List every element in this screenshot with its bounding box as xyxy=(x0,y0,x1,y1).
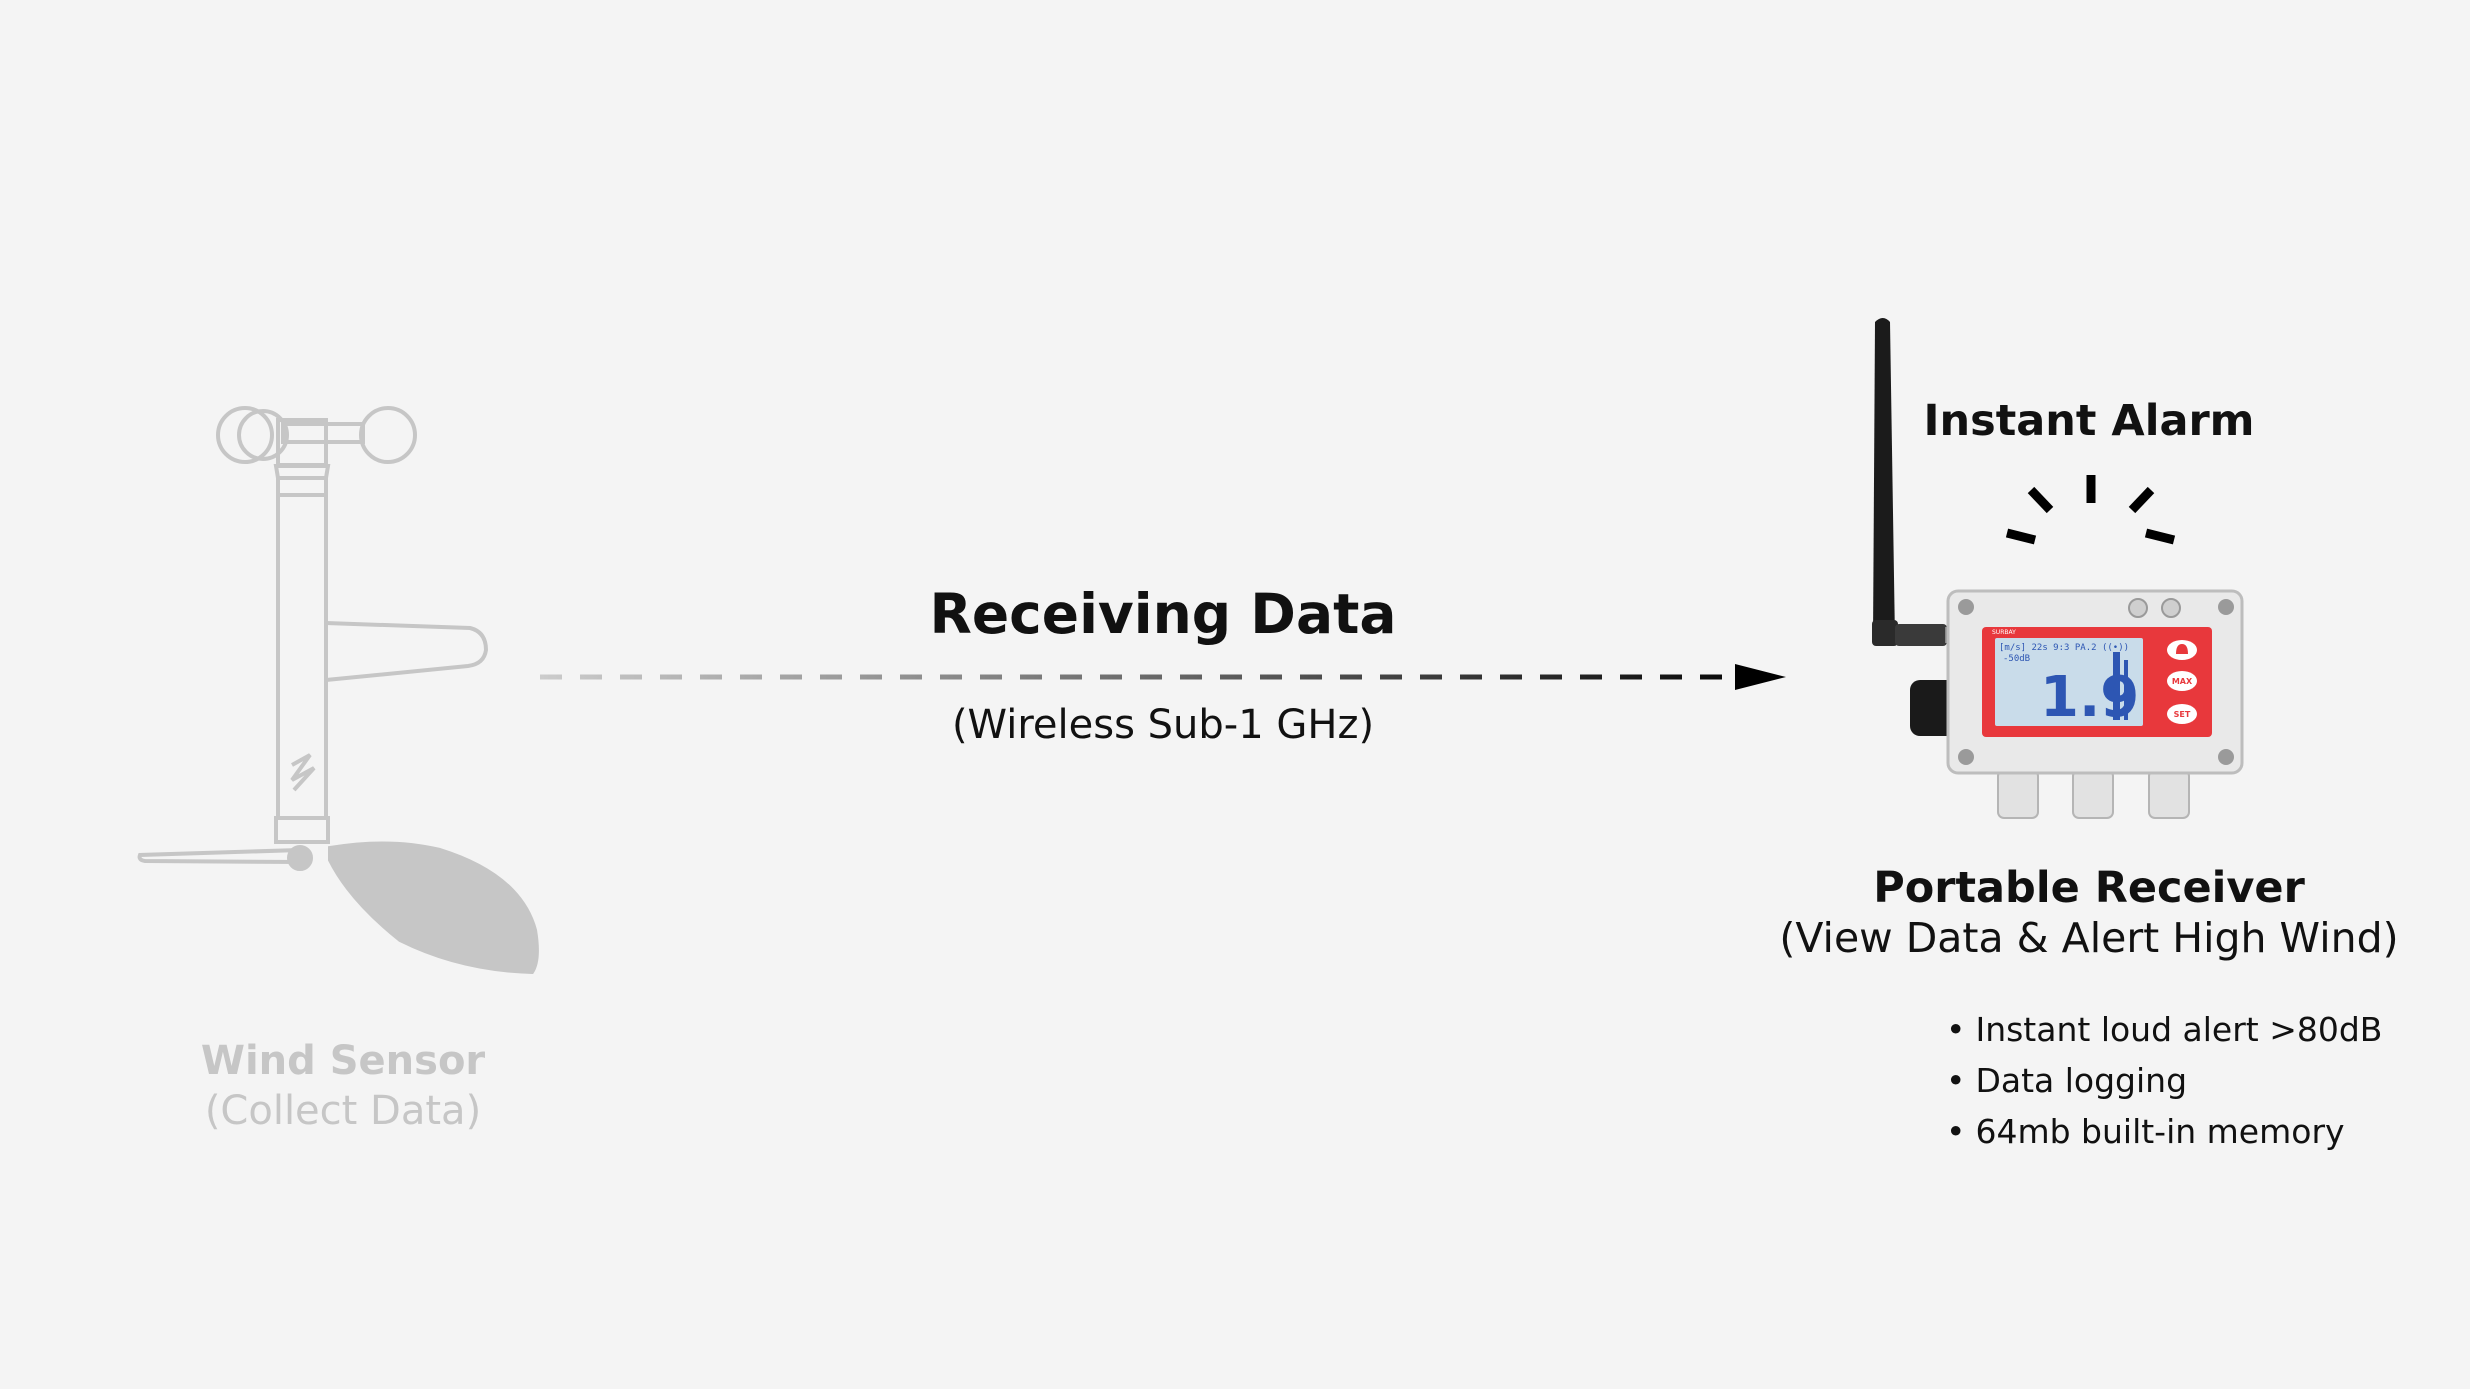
sensor-tail-boom xyxy=(325,621,489,682)
receiver-device: MAX SET SURBAY [m/s] 22s 9:3 PA.2 ((•)) … xyxy=(1872,318,2244,819)
sensor-vane xyxy=(328,841,539,975)
sensor-logo-icon xyxy=(290,753,316,792)
cable-glands xyxy=(1997,769,2190,819)
receiving-data-subtitle: (Wireless Sub-1 GHz) xyxy=(951,702,1375,748)
feature-item: Data logging xyxy=(1946,1055,2382,1106)
receiver-lcd xyxy=(1995,638,2143,726)
bell-icon xyxy=(2176,644,2188,654)
wind-sensor-title: Wind Sensor xyxy=(200,1038,486,1084)
instant-alarm-title: Instant Alarm xyxy=(1923,396,2255,446)
portable-receiver-subtitle: (View Data & Alert High Wind) xyxy=(1779,914,2399,962)
anemometer-arm xyxy=(281,422,365,444)
alarm-signal-icon xyxy=(2005,475,2176,545)
lcd-reading: 1.9 xyxy=(2040,665,2139,730)
anemometer-cup-right xyxy=(359,406,417,464)
antenna-icon xyxy=(1873,318,1895,644)
anemometer-cup-mid xyxy=(237,409,289,461)
lcd-brand: SURBAY xyxy=(1992,629,2016,636)
button-max-label: MAX xyxy=(2172,677,2193,686)
receiver-feature-list: Instant loud alert >80dB Data logging 64… xyxy=(1946,1004,2382,1157)
button-set-label: SET xyxy=(2174,710,2191,719)
wind-sensor-illustration xyxy=(137,406,539,975)
receiving-data-title: Receiving Data xyxy=(929,582,1397,646)
lcd-status-line: [m/s] 22s 9:3 PA.2 ((•)) xyxy=(1999,643,2129,653)
anemometer-cup-left xyxy=(216,406,274,464)
feature-item: 64mb built-in memory xyxy=(1946,1106,2382,1157)
wind-sensor-subtitle: (Collect Data) xyxy=(204,1088,482,1134)
data-link-arrowhead xyxy=(1735,664,1786,690)
portable-receiver-title: Portable Receiver xyxy=(1873,863,2305,913)
feature-item: Instant loud alert >80dB xyxy=(1946,1004,2382,1055)
lcd-status-line-2: -50dB xyxy=(2003,654,2030,664)
